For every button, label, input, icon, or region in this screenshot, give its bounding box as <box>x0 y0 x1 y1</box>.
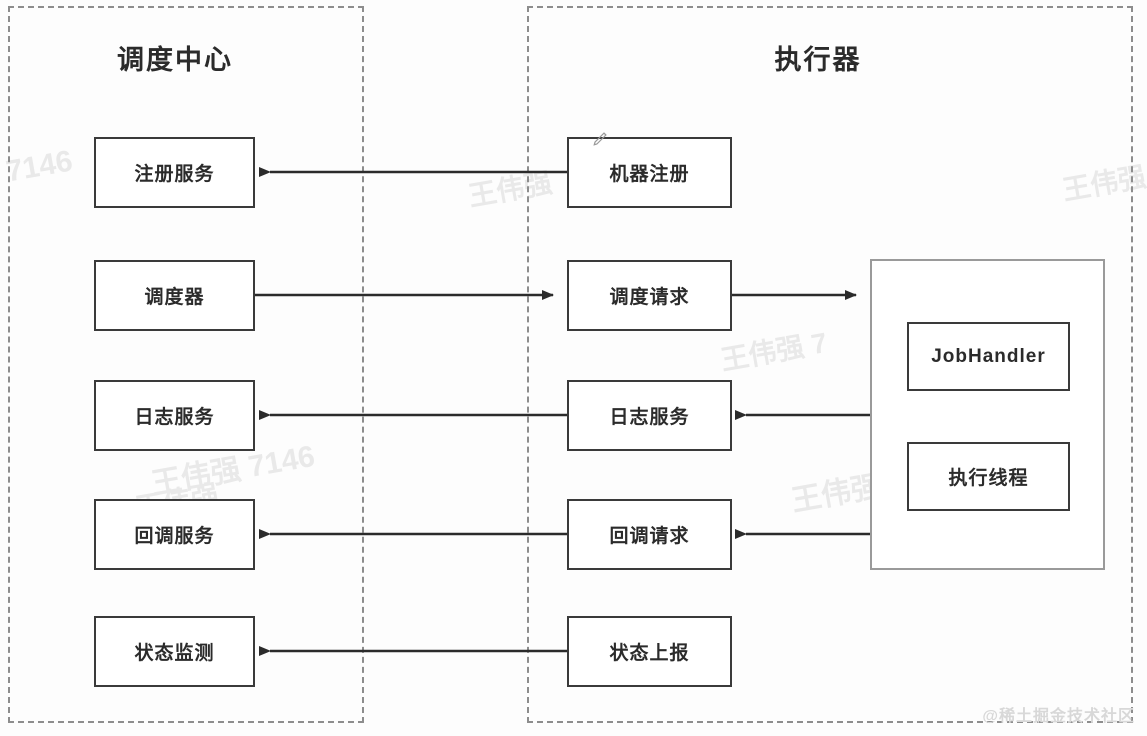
node-machine-register[interactable]: 机器注册 <box>567 137 732 208</box>
node-callback-request[interactable]: 回调请求 <box>567 499 732 570</box>
zone-executor <box>527 6 1133 723</box>
zone-title-executor: 执行器 <box>774 45 862 75</box>
node-status-monitor[interactable]: 状态监测 <box>94 616 255 687</box>
pencil-icon <box>592 129 610 147</box>
credit-watermark: @稀土掘金技术社区 <box>982 708 1135 725</box>
node-log-service-left[interactable]: 日志服务 <box>94 380 255 451</box>
node-executor-runtime[interactable] <box>870 259 1105 570</box>
node-callback-service[interactable]: 回调服务 <box>94 499 255 570</box>
node-schedule-request[interactable]: 调度请求 <box>567 260 732 331</box>
node-log-service-right[interactable]: 日志服务 <box>567 380 732 451</box>
node-job-handler[interactable]: JobHandler <box>907 322 1070 391</box>
node-register-service[interactable]: 注册服务 <box>94 137 255 208</box>
node-scheduler[interactable]: 调度器 <box>94 260 255 331</box>
zone-scheduling-center <box>8 6 364 723</box>
node-exec-thread[interactable]: 执行线程 <box>907 442 1070 511</box>
zone-title-scheduling-center: 调度中心 <box>117 45 233 75</box>
node-status-report[interactable]: 状态上报 <box>567 616 732 687</box>
